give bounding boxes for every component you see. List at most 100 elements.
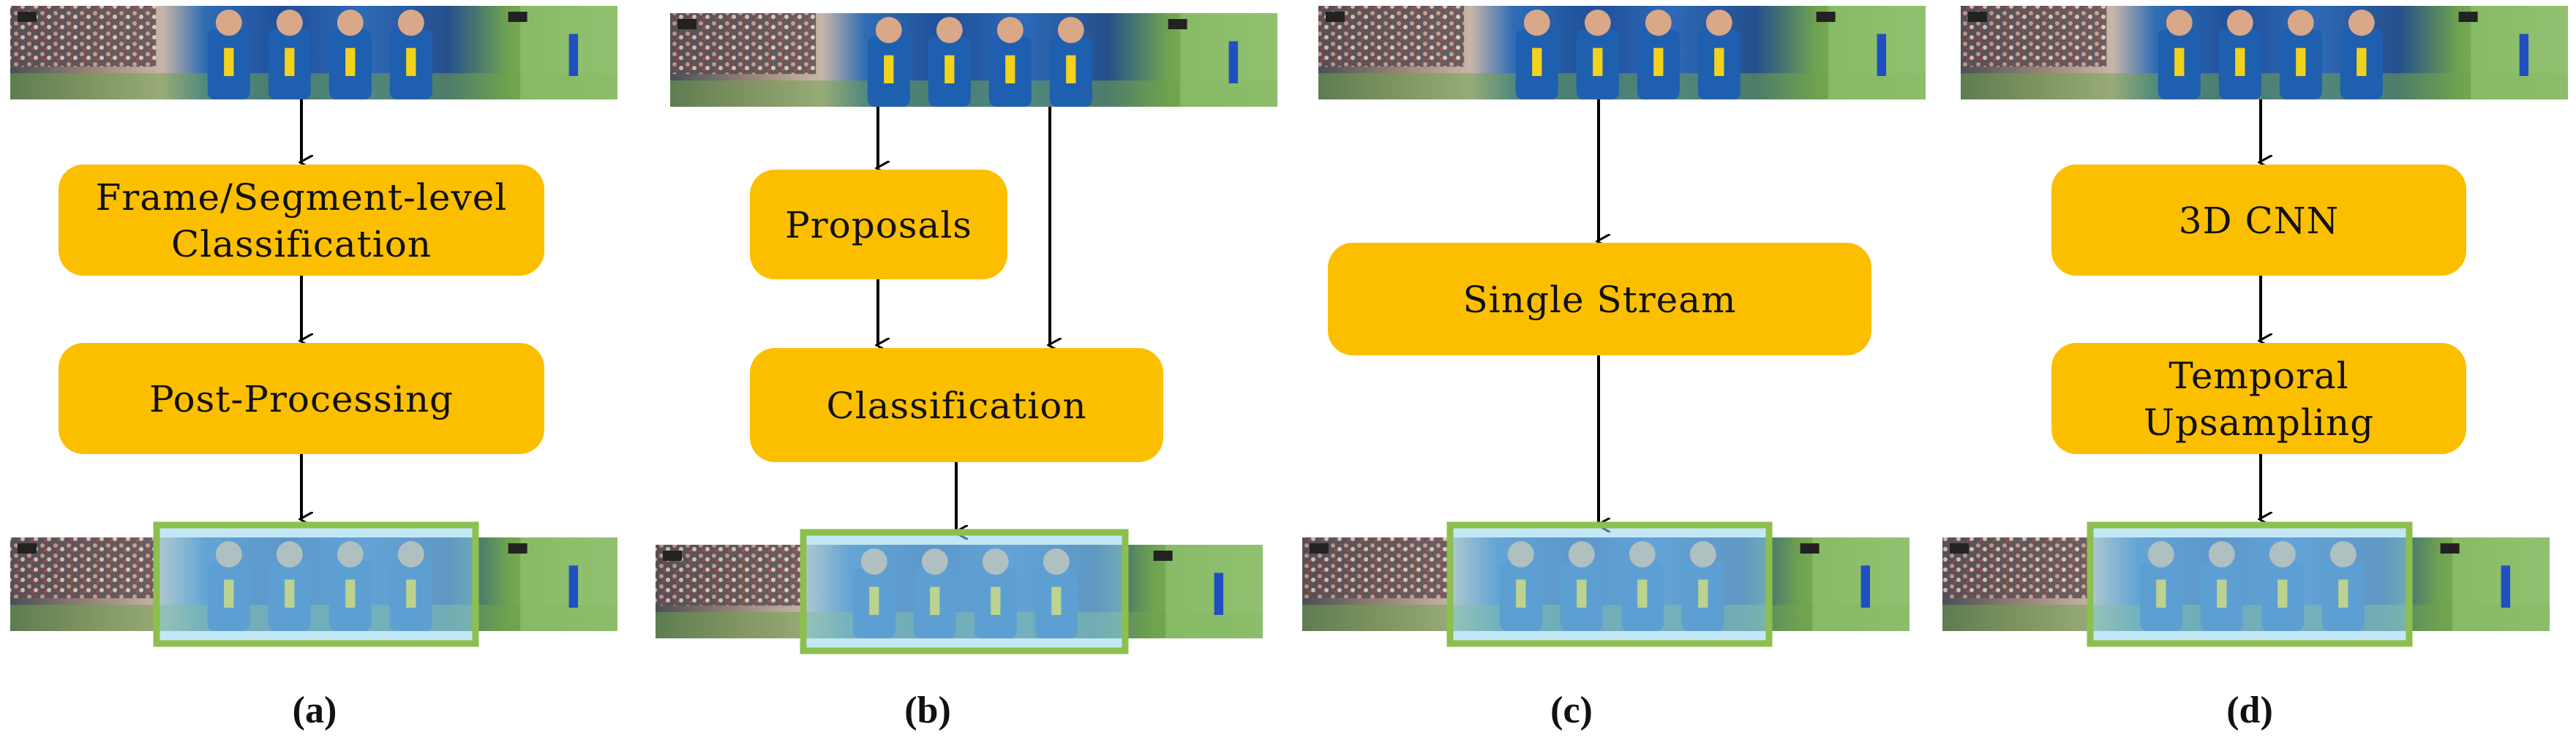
grass-region: [1961, 73, 2568, 99]
process-box-shape: [2051, 165, 2466, 276]
process-box: Single Stream: [1328, 243, 1871, 355]
process-box-label: Classification: [171, 223, 432, 265]
panel-a: Frame/Segment-levelClassificationPost-Pr…: [10, 6, 617, 731]
fielder-figure: [1228, 41, 1239, 83]
process-box-label: Post-Processing: [149, 378, 454, 420]
jersey-number: [2174, 48, 2185, 76]
fielder-figure: [568, 565, 579, 608]
scoreboard-icon: [508, 12, 527, 22]
detected-segment-highlight: [157, 525, 476, 643]
panels-layer: Frame/Segment-levelClassificationPost-Pr…: [10, 6, 2568, 731]
jersey-number: [1066, 55, 1076, 83]
player-head: [215, 10, 242, 36]
jersey-number: [1593, 48, 1603, 76]
panel-label: (c): [1550, 690, 1593, 731]
process-box: 3D CNN: [2051, 165, 2466, 276]
panel-label: (b): [904, 690, 951, 731]
jersey-number: [285, 48, 295, 76]
detected-segment-border: [2087, 521, 2413, 647]
process-box-label: Upsampling: [2144, 401, 2374, 444]
process-box-label: Temporal: [2168, 355, 2348, 397]
jersey-number: [224, 48, 234, 76]
player-head: [1584, 10, 1611, 36]
process-box-label: 3D CNN: [2179, 200, 2340, 242]
player-head: [1523, 10, 1550, 36]
fielder-figure: [568, 34, 579, 76]
process-box-label: Frame/Segment-level: [96, 176, 508, 219]
input-video-strip: [670, 13, 1277, 107]
jersey-number: [2235, 48, 2245, 76]
player-head: [875, 17, 902, 43]
jersey-number: [945, 55, 955, 83]
player-head: [1645, 10, 1672, 36]
detected-segment-border: [1446, 521, 1773, 647]
player-head: [2226, 10, 2253, 36]
input-video-strip: [10, 6, 617, 99]
jersey-number: [2296, 48, 2306, 76]
input-video-strip: [1318, 6, 1926, 99]
fielder-figure: [1860, 565, 1871, 608]
grass-region: [670, 80, 1277, 107]
jersey-number: [1714, 48, 1724, 76]
process-box-shape: [750, 170, 1007, 279]
scoreboard-icon: [508, 543, 527, 554]
process-box-label: Single Stream: [1463, 279, 1737, 321]
player-head: [2287, 10, 2314, 36]
grass-region: [1318, 73, 1926, 99]
scoreboard-icon: [1968, 12, 1987, 22]
fielder-figure: [1214, 573, 1224, 615]
scoreboard-icon: [1168, 19, 1187, 29]
process-box-shape: [1328, 243, 1871, 355]
detected-segment-border: [800, 529, 1129, 654]
fielder-figure: [1877, 34, 1887, 76]
scoreboard-icon: [1326, 12, 1345, 22]
scoreboard-icon: [2458, 12, 2478, 22]
panel-label: (a): [293, 690, 337, 731]
detected-segment-highlight: [1450, 525, 1769, 643]
process-box-shape: [750, 348, 1163, 462]
jersey-number: [406, 48, 416, 76]
jersey-number: [1653, 48, 1664, 76]
player-head: [2348, 10, 2375, 36]
scoreboard-icon: [18, 543, 37, 554]
jersey-number: [1532, 48, 1542, 76]
process-box-shape: [59, 343, 544, 454]
detected-segment-highlight: [2090, 525, 2409, 643]
fielder-figure: [2519, 34, 2529, 76]
grass-region: [10, 73, 617, 99]
player-head: [1057, 17, 1084, 43]
jersey-number: [345, 48, 356, 76]
fielder-figure: [2501, 565, 2511, 608]
process-box-label: Proposals: [785, 204, 972, 246]
scoreboard-icon: [1310, 543, 1329, 554]
player-head: [337, 10, 364, 36]
scoreboard-icon: [2440, 543, 2460, 554]
player-head: [397, 10, 424, 36]
scoreboard-icon: [1816, 12, 1836, 22]
process-box-shape: [59, 165, 544, 276]
player-head: [1705, 10, 1732, 36]
player-head: [996, 17, 1024, 43]
detected-segment-highlight: [803, 532, 1125, 651]
jersey-number: [2357, 48, 2367, 76]
jersey-number: [1005, 55, 1015, 83]
player-head: [276, 10, 303, 36]
detected-segment-border: [153, 521, 479, 647]
player-head: [936, 17, 963, 43]
player-head: [2166, 10, 2193, 36]
jersey-number: [884, 55, 894, 83]
process-box-shape: [2051, 343, 2466, 454]
scoreboard-icon: [677, 19, 696, 29]
input-video-strip: [1961, 6, 2568, 99]
process-box: Post-Processing: [59, 343, 544, 454]
scoreboard-icon: [1153, 551, 1173, 561]
process-box: Proposals: [750, 170, 1007, 279]
panel-c: Single Stream (c): [1302, 6, 1926, 731]
scoreboard-icon: [1800, 543, 1820, 554]
process-box: Classification: [750, 348, 1163, 462]
